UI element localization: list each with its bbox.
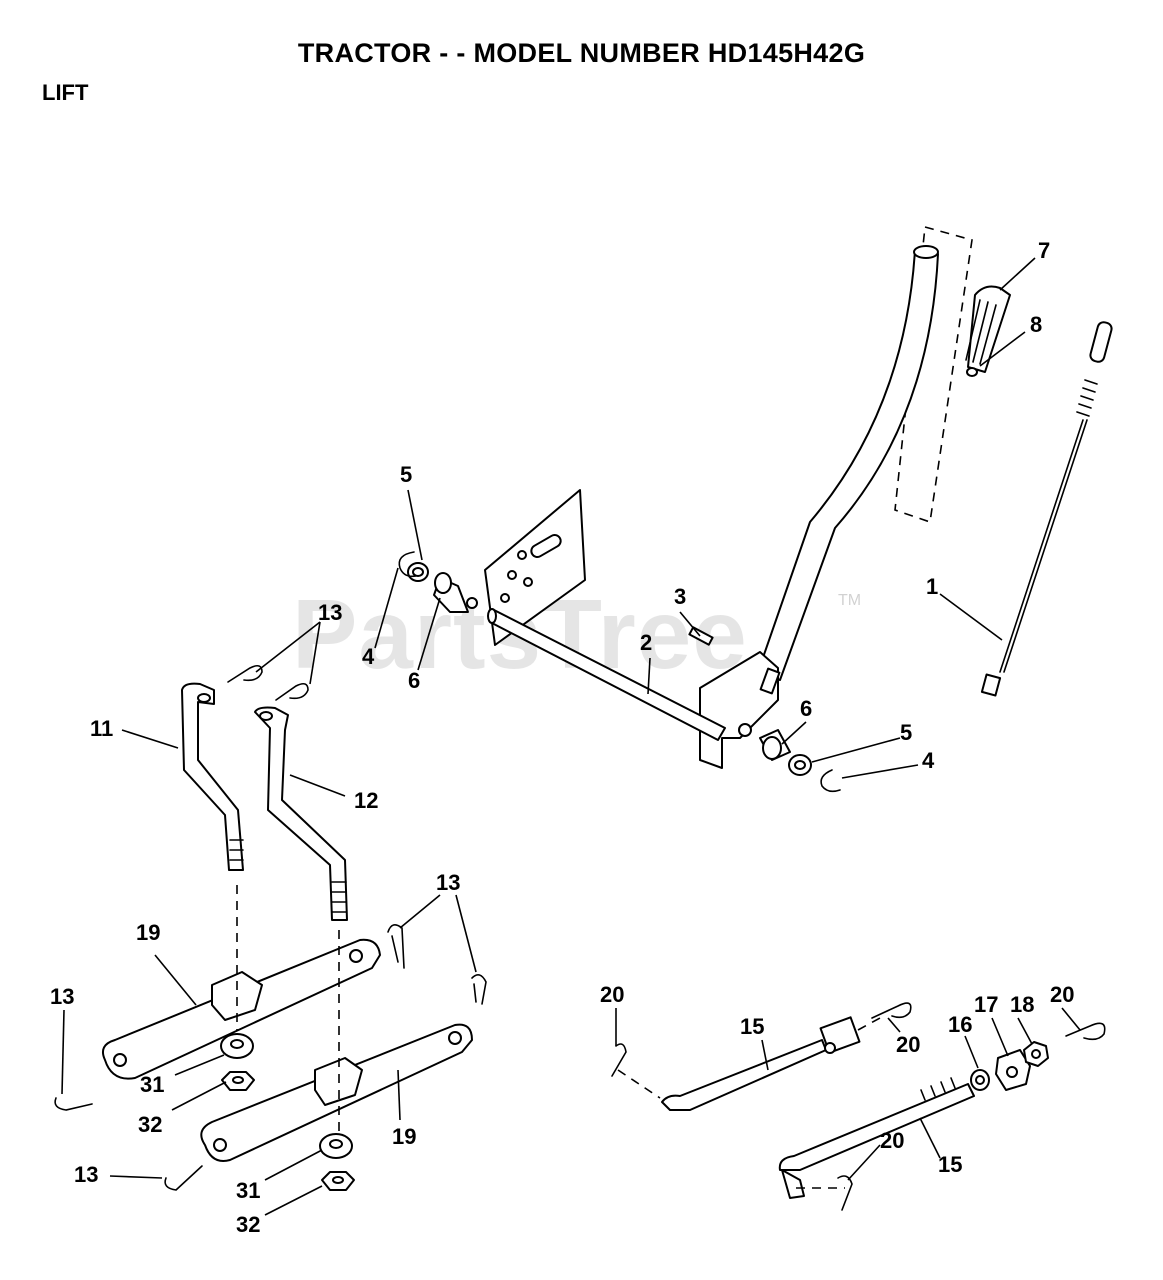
washer-left[interactable] [407, 562, 429, 582]
hairpin-clip-low-2[interactable] [164, 1165, 203, 1191]
callout-6-left: 6 [408, 668, 420, 693]
lift-arm-upper[interactable] [102, 938, 381, 1080]
callout-1: 1 [926, 574, 938, 599]
callout-19-upper: 19 [136, 920, 160, 945]
callout-5-right: 5 [900, 720, 912, 745]
callout-12: 12 [354, 788, 378, 813]
clip-right[interactable] [820, 769, 841, 793]
shaft-key[interactable] [688, 626, 714, 646]
callout-17: 17 [974, 992, 998, 1017]
callout-15-lower: 15 [938, 1152, 962, 1177]
bushing-left[interactable] [433, 572, 478, 613]
callout-4-left: 4 [362, 644, 375, 669]
lift-shaft[interactable] [487, 608, 726, 741]
hairpin-20-lower[interactable] [837, 1175, 853, 1211]
callout-20-right: 20 [1050, 982, 1074, 1007]
hairpin-clip-upper-1[interactable] [227, 664, 263, 683]
lift-arm-lower[interactable] [200, 1023, 473, 1162]
hairpin-20-right[interactable] [1065, 1022, 1106, 1041]
callout-32-upper: 32 [138, 1112, 162, 1137]
callout-13-upper: 13 [318, 600, 342, 625]
nut-upper[interactable] [221, 1071, 255, 1091]
hairpin-20-upper[interactable] [871, 1002, 912, 1019]
hairpin-20-left[interactable] [611, 1043, 627, 1077]
callout-31-upper: 31 [140, 1072, 164, 1097]
spacer-upper[interactable] [220, 1033, 254, 1059]
callout-15-upper: 15 [740, 1014, 764, 1039]
callout-13-lower: 13 [74, 1162, 98, 1187]
callout-20-upper: 20 [896, 1032, 920, 1057]
callout-6-right: 6 [800, 696, 812, 721]
callout-5-left: 5 [400, 462, 412, 487]
callout-2: 2 [640, 630, 652, 655]
hairpin-clip-upper-2[interactable] [275, 682, 309, 701]
callout-20-left: 20 [600, 982, 624, 1007]
trunnion-17[interactable] [995, 1049, 1031, 1091]
callout-3: 3 [674, 584, 686, 609]
callout-13-left: 13 [50, 984, 74, 1009]
section-label: LIFT [42, 80, 89, 105]
nut-lower[interactable] [321, 1171, 355, 1191]
bushing-right[interactable] [738, 723, 791, 761]
page-title: TRACTOR - - MODEL NUMBER HD145H42G [297, 38, 866, 68]
washer-16[interactable] [970, 1069, 990, 1091]
mounting-bracket-plate[interactable] [484, 489, 586, 646]
lift-link-left[interactable] [181, 682, 244, 871]
callout-19-lower: 19 [392, 1124, 416, 1149]
callout-16: 16 [948, 1012, 972, 1037]
hairpin-clip-mid-1[interactable] [387, 924, 405, 969]
callout-20-lower: 20 [880, 1128, 904, 1153]
clip-left[interactable] [398, 551, 417, 578]
callout-11: 11 [90, 716, 113, 741]
lift-rod-lower[interactable] [778, 1077, 975, 1199]
hairpin-clip-mid-2[interactable] [471, 974, 487, 1005]
spacer-lower[interactable] [319, 1133, 353, 1159]
lift-rod-upper[interactable] [617, 1016, 881, 1111]
lift-link-right[interactable] [254, 706, 348, 921]
callout-4-right: 4 [922, 748, 935, 773]
callout-7: 7 [1038, 238, 1050, 263]
callout-8: 8 [1030, 312, 1042, 337]
lift-cable[interactable] [980, 321, 1113, 697]
callout-13-mid: 13 [436, 870, 460, 895]
washer-right[interactable] [788, 754, 812, 776]
hairpin-clip-low-1[interactable] [54, 1097, 93, 1111]
callout-18: 18 [1010, 992, 1034, 1017]
nut-18[interactable] [1023, 1041, 1049, 1067]
callout-32-lower: 32 [236, 1212, 260, 1237]
leader-lines [61, 257, 1081, 1216]
lift-lever[interactable] [699, 245, 939, 769]
watermark-trademark: TM [838, 592, 862, 609]
callout-31-lower: 31 [236, 1178, 260, 1203]
